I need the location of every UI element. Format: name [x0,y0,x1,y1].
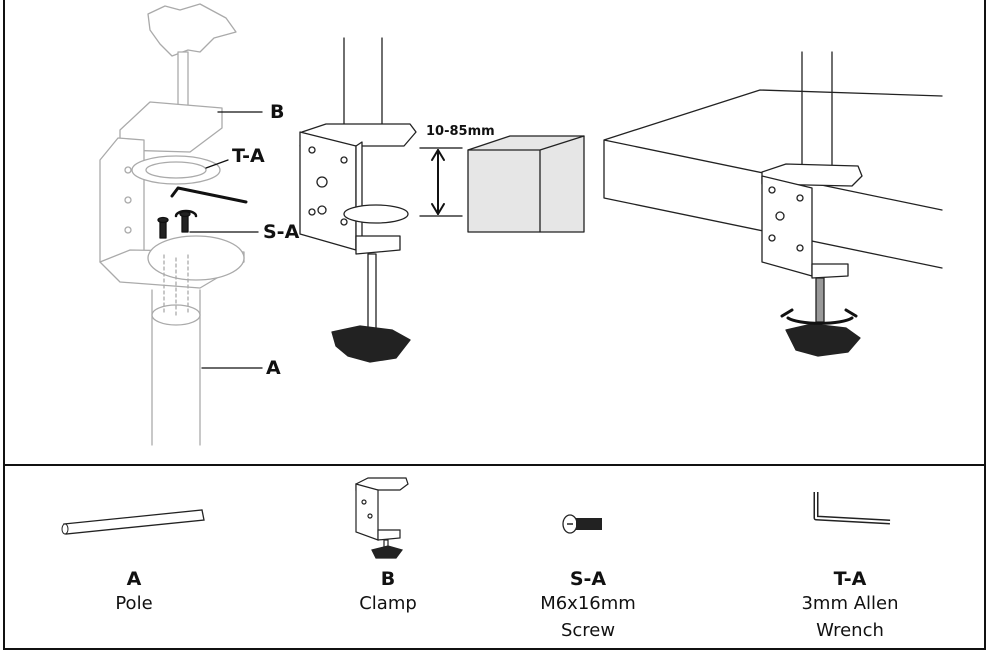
part-name: M6x16mm [540,593,636,614]
callout-a: A [266,357,281,379]
mounted-view [603,51,943,357]
part-name: Wrench [816,620,884,641]
part-name: Pole [115,593,153,614]
allen-wrench-left [170,186,248,204]
part-code: S-A [569,568,607,590]
knob-middle [331,325,411,363]
part-clamp: B Clamp [278,472,498,617]
callout-ta: T-A [232,145,265,167]
part-wrench: T-A 3mm Allen Wrench [740,472,960,644]
allen-wrench-icon [813,492,891,525]
knob-top [147,3,237,57]
callout-b: B [270,101,285,123]
knob-right [785,323,861,357]
dimension-label: 10-85mm [426,124,495,139]
assembly-illustration [99,3,943,446]
part-name: Clamp [359,593,417,614]
clamp-dimension-view [299,37,585,363]
screw-icon [562,514,602,534]
parts-divider [3,464,986,466]
part-code: T-A [833,568,867,590]
desk-block [467,135,585,233]
pole-icon [61,509,205,535]
part-code: A [126,568,142,590]
part-code: B [380,568,396,590]
clamp-icon [355,477,409,559]
callout-sa: S-A [263,221,300,243]
part-name: Screw [560,620,616,641]
part-pole: A Pole [24,472,244,617]
screws-sa [157,210,191,239]
exploded-view [99,3,245,446]
part-screw: S-A M6x16mm Screw [478,472,698,644]
diagram-frame [3,0,986,650]
part-name: 3mm Allen [801,593,899,614]
